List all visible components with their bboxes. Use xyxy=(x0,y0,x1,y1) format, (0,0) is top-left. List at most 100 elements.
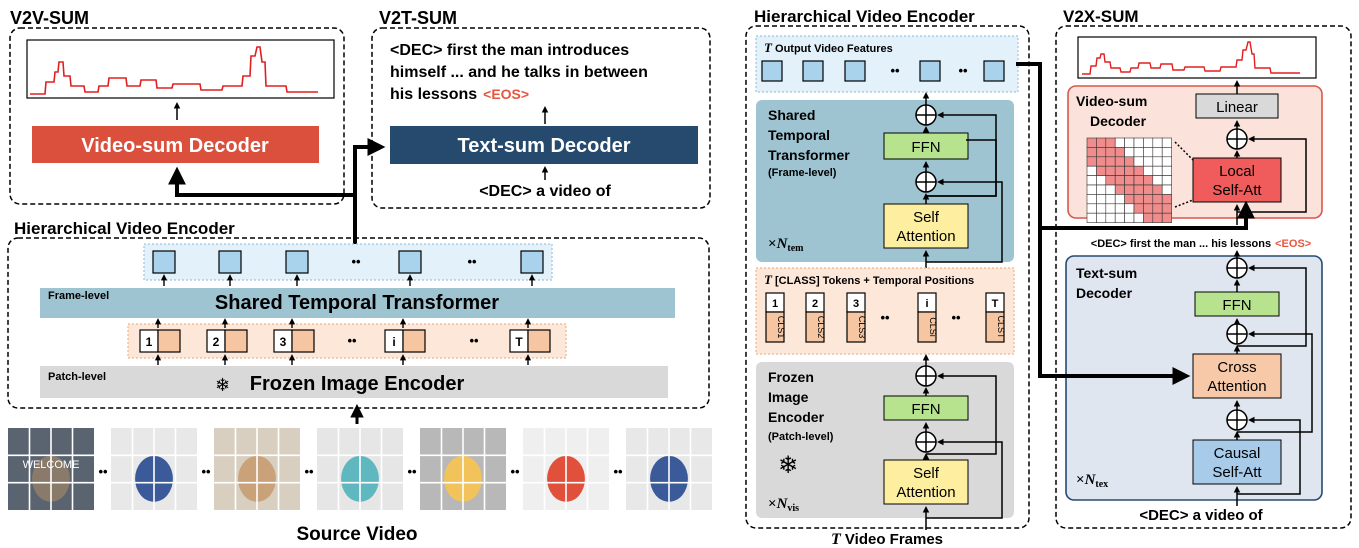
mask-cell xyxy=(1161,203,1172,214)
mask-cell xyxy=(1133,137,1144,148)
encoder-to-text-decoder-arrow xyxy=(353,138,386,195)
v2t-sum-panel xyxy=(371,27,711,209)
cls-token-strip xyxy=(127,323,567,359)
mask-cell xyxy=(1096,203,1107,214)
mask-cell xyxy=(1152,203,1163,214)
mask-cell xyxy=(1152,175,1163,186)
causal-self-att-block xyxy=(1192,439,1282,485)
mask-cell xyxy=(1161,212,1172,223)
mask-cell xyxy=(1096,147,1107,158)
causal-self-att-line-1: Causal xyxy=(1214,445,1261,462)
mask-cell xyxy=(1133,212,1144,223)
mask-cell xyxy=(1133,203,1144,214)
mask-cell xyxy=(1105,203,1116,214)
frame-dots: •• xyxy=(98,464,108,479)
video-sum-decoder-line-2: Decoder xyxy=(1090,113,1147,129)
mask-cell xyxy=(1143,156,1154,167)
temporal-residual-connections xyxy=(915,91,1003,268)
v2v-score-plot xyxy=(26,39,335,99)
image-block-line-3: Encoder xyxy=(768,409,825,425)
image-block-line-2: Image xyxy=(768,389,809,405)
linear-block xyxy=(1195,93,1279,119)
n-tem-label: ×Ntem xyxy=(768,236,804,254)
v2x-sum-panel xyxy=(1055,25,1352,529)
text-sum-decoder-label: Text-sum Decoder xyxy=(457,135,630,157)
position-token-label: 2 xyxy=(213,335,220,349)
middle-position-token-label: 3 xyxy=(853,298,859,310)
image-self-att-line-1: Self xyxy=(913,465,940,482)
mask-cell xyxy=(1133,184,1144,195)
middle-cls-panel xyxy=(755,267,1015,355)
cls-token xyxy=(402,329,426,353)
frozen-image-encoder-label: Frozen Image Encoder xyxy=(250,373,465,395)
mask-cell xyxy=(1143,203,1154,214)
source-video-label: Source Video xyxy=(296,524,417,545)
mask-cell xyxy=(1152,156,1163,167)
temporal-self-attention-block xyxy=(883,203,969,249)
image-ffn-block xyxy=(883,395,969,421)
v2x-prompt: <DEC> a video of xyxy=(1139,507,1263,524)
text-ffn-label: FFN xyxy=(1222,297,1251,314)
n-vis-label: ×Nvis xyxy=(768,496,799,514)
mask-cell xyxy=(1161,194,1172,205)
cls-token xyxy=(527,329,551,353)
welcome-frame-text: WELCOME xyxy=(23,459,80,471)
mask-cell xyxy=(1161,156,1172,167)
mask-cell xyxy=(1133,194,1144,205)
image-residual-connections xyxy=(915,353,1003,530)
v2t-text-line-2: himself ... and he talks in between xyxy=(390,64,648,81)
local-self-att-block xyxy=(1192,157,1282,203)
ellipsis-dots: •• xyxy=(347,333,357,348)
frame-dots: •• xyxy=(613,464,623,479)
local-self-att-line-1: Local xyxy=(1219,163,1255,180)
mask-cell xyxy=(1143,184,1154,195)
shared-temporal-transformer-bar xyxy=(40,288,675,318)
cross-attention-line-2: Attention xyxy=(1207,378,1266,395)
snowflake-icon: ❄ xyxy=(215,375,230,395)
image-block-line-1: Frozen xyxy=(768,369,814,385)
mask-cell xyxy=(1133,175,1144,186)
frozen-image-encoder-bar xyxy=(40,366,668,398)
mask-cell xyxy=(1114,147,1125,158)
middle-cls-token-label: CLST xyxy=(996,315,1006,339)
mask-cell xyxy=(1096,165,1107,176)
output-feature-token xyxy=(285,250,309,274)
mask-cell xyxy=(1086,203,1097,214)
v2x-sum-title: V2X-SUM xyxy=(1063,7,1139,26)
temporal-ffn-label: FFN xyxy=(911,139,940,156)
mask-cell xyxy=(1086,147,1097,158)
mask-cell xyxy=(1096,194,1107,205)
cross-attention-block xyxy=(1192,353,1282,399)
output-video-features-panel xyxy=(755,35,1019,93)
mask-cell xyxy=(1105,194,1116,205)
position-token-label: T xyxy=(515,335,523,349)
mask-cell xyxy=(1096,184,1107,195)
mask-cell xyxy=(1124,212,1135,223)
cls-tokens-label: T [CLASS] Tokens + Temporal Positions xyxy=(764,272,974,287)
text-sum-decoder-line-2: Decoder xyxy=(1076,285,1133,301)
mask-cell xyxy=(1096,156,1107,167)
causal-self-att-line-2: Self-Att xyxy=(1212,464,1262,481)
image-ffn-label: FFN xyxy=(911,401,940,418)
mask-cell xyxy=(1086,156,1097,167)
middle-cls-token xyxy=(846,311,866,343)
position-token-label: i xyxy=(392,335,395,349)
mask-cell xyxy=(1086,175,1097,186)
mask-cell xyxy=(1114,137,1125,148)
temporal-block-line-2: Temporal xyxy=(768,127,830,143)
middle-cls-token xyxy=(985,311,1005,343)
temporal-block-line-3: Transformer xyxy=(768,147,850,163)
ellipsis-dots: •• xyxy=(880,310,890,325)
video-decoder-connections xyxy=(1174,79,1307,225)
v2t-prompt: <DEC> a video of xyxy=(479,183,611,200)
mask-cell xyxy=(1096,212,1107,223)
mask-cell xyxy=(1143,165,1154,176)
frame-dots: •• xyxy=(510,464,520,479)
output-feature-strip xyxy=(143,243,553,281)
mask-cell xyxy=(1124,194,1135,205)
mask-cell xyxy=(1133,147,1144,158)
mask-cell xyxy=(1114,175,1125,186)
mask-cell xyxy=(1105,137,1116,148)
